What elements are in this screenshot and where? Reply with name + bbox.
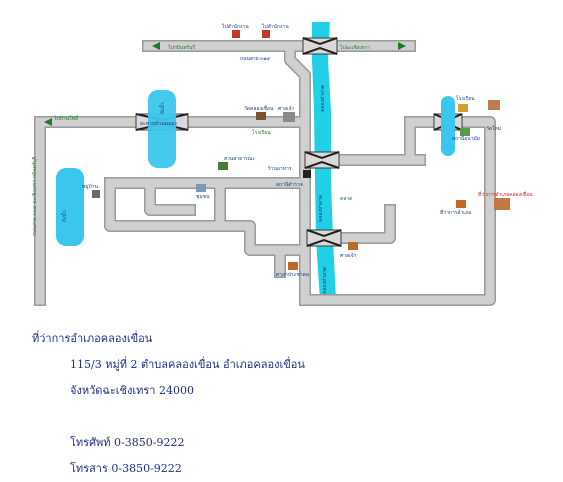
- tank-right: [441, 96, 455, 156]
- phone-number: โทรศัพท์ 0-3850-9222: [70, 436, 185, 449]
- fax-number: โทรสาร 0-3850-9222: [70, 462, 182, 475]
- label-road-vertical-left: ถนนสาย ๓๐๔ ฉะเชิงเทรา-กบินทร์บุรี: [31, 156, 38, 236]
- label-top-shop-b: ไปสำนักงาน: [261, 23, 289, 30]
- label-temple-a: วัดคลองเขื่อน: [244, 105, 274, 112]
- label-canal-bottom: คลองท่าลาด: [322, 267, 328, 294]
- bridge-top: [302, 37, 338, 55]
- tank-left-top: [148, 90, 176, 168]
- label-shop-d: ศาลเจ้า: [340, 252, 357, 259]
- label-left-road: ไปบ้านโพธิ์: [53, 114, 79, 122]
- tank-left: [56, 168, 84, 246]
- label-office-a: สวนสาธารณะ: [224, 156, 255, 162]
- label-top-shop-a: ไปสำนักงาน: [221, 23, 249, 30]
- label-tank-left: ถังน้ำ: [59, 210, 68, 222]
- label-shop-c: ศาลาประชาคม: [276, 272, 309, 278]
- label-office-b: ร้านอาหาร: [268, 165, 292, 172]
- bridge-low: [306, 229, 342, 247]
- label-school-a: โรงเรียน: [252, 129, 271, 136]
- label-top-right-road: ไปฉะเชิงเทรา: [339, 44, 370, 51]
- arrow-left-icon: [152, 42, 160, 50]
- label-top-road-name: ถนนสาย ๓๑๙: [240, 56, 271, 62]
- label-tank-bridge: สะพานข้ามคลอง: [140, 120, 177, 127]
- label-right-temple: วัดใหม่: [486, 125, 501, 132]
- address-line-2: จังหวัดฉะเชิงเทรา 24000: [70, 384, 194, 397]
- road-network: [34, 40, 496, 306]
- arrow-right-icon: [398, 42, 406, 50]
- label-right-bottom: ที่ว่าการอำเภอ: [440, 209, 471, 216]
- label-temple-b: ศาลเจ้า: [278, 105, 295, 112]
- label-right-tank: สถานีอนามัย: [452, 135, 480, 142]
- label-village-b: ชุมชน: [196, 194, 210, 200]
- label-right-school: โรงเรียน: [456, 95, 475, 102]
- building-icon: [92, 30, 510, 270]
- label-top-left-road: ไปกบินทร์บุรี: [167, 44, 195, 51]
- label-market: ตลาด: [340, 196, 352, 202]
- label-canal-top: คลองท่าลาด: [320, 85, 326, 112]
- address-spacer: [32, 404, 305, 430]
- label-canal-mid: คลองท่าลาด: [318, 195, 324, 222]
- location-map: ไปกบินทร์บุรี ไปฉะเชิงเทรา ไปสำนักงาน ไป…: [31, 22, 533, 306]
- address-line-1: 115/3 หมู่ที่ 2 ตำบลคลองเขื่อน อำเภอคลอง…: [70, 358, 305, 371]
- address-title: ที่ว่าการอำเภอคลองเขื่อน: [32, 332, 153, 345]
- address-block: ที่ว่าการอำเภอคลองเขื่อน 115/3 หมู่ที่ 2…: [32, 326, 305, 482]
- arrow-left-road-icon: [44, 118, 52, 126]
- label-police: สถานีตำรวจ: [276, 181, 303, 188]
- bridge-mid: [304, 151, 340, 169]
- label-district-office: ที่ว่าการอำเภอคลองเขื่อน: [478, 191, 533, 198]
- label-tank-left-top: ถังน้ำ: [157, 102, 166, 114]
- label-village-a: หมู่บ้าน: [82, 183, 99, 190]
